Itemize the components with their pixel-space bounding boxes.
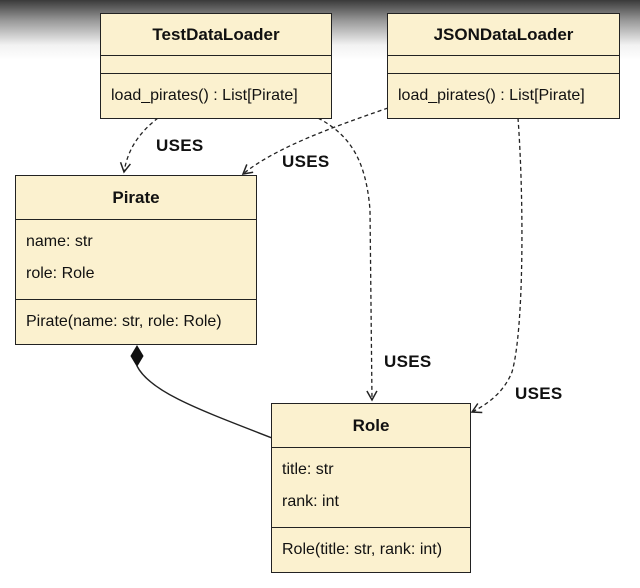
attribute: role: Role	[26, 265, 95, 282]
class-name: Pirate	[16, 176, 256, 220]
uses-label-jsonloader-pirate: USES	[282, 152, 330, 171]
attributes-compartment-empty	[101, 56, 331, 74]
uses-label-jsonloader-role: USES	[515, 384, 563, 403]
operation: load_pirates() : List[Pirate]	[111, 87, 298, 104]
dependency-arrow-jsonloader-role	[470, 117, 523, 414]
attributes-compartment: name: str role: Role	[16, 220, 256, 300]
attribute: name: str	[26, 233, 93, 250]
dependency-arrow-testloader-pirate	[119, 117, 159, 174]
attribute: title: str	[282, 461, 334, 478]
uses-label-testloader-role: USES	[384, 352, 432, 371]
operation: load_pirates() : List[Pirate]	[398, 87, 585, 104]
uses-label-testloader-pirate: USES	[156, 136, 204, 155]
attribute: rank: int	[282, 493, 339, 510]
class-test-data-loader[interactable]: TestDataLoader load_pirates() : List[Pir…	[100, 13, 332, 119]
class-role[interactable]: Role title: str rank: int Role(title: st…	[271, 403, 471, 573]
dependency-arrow-jsonloader-pirate	[241, 107, 389, 175]
operation: Role(title: str, rank: int)	[282, 541, 443, 558]
class-name: Role	[272, 404, 470, 448]
class-name: JSONDataLoader	[388, 14, 619, 56]
class-name: TestDataLoader	[101, 14, 331, 56]
composition-line	[136, 365, 273, 439]
attributes-compartment-empty	[388, 56, 619, 74]
dependency-arrow-testloader-role	[317, 117, 378, 402]
composition-diamond	[130, 345, 144, 367]
class-json-data-loader[interactable]: JSONDataLoader load_pirates() : List[Pir…	[387, 13, 620, 119]
attributes-compartment: title: str rank: int	[272, 448, 470, 528]
operation: Pirate(name: str, role: Role)	[26, 313, 222, 330]
class-pirate[interactable]: Pirate name: str role: Role Pirate(name:…	[15, 175, 257, 345]
